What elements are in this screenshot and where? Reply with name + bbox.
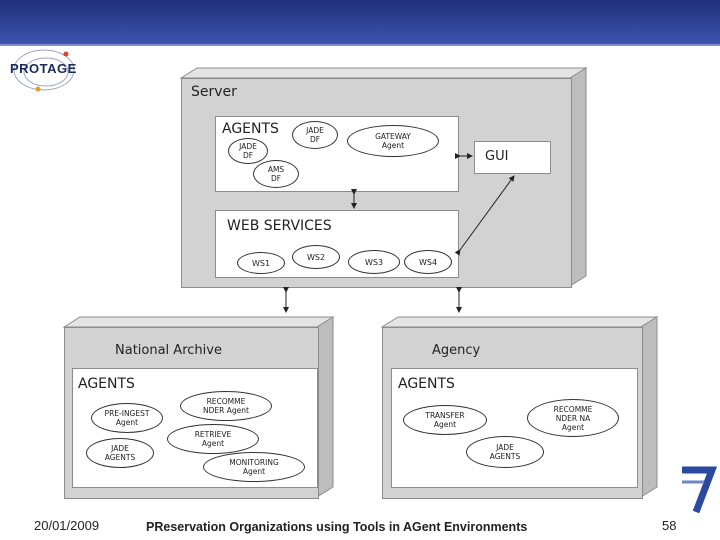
server-title: Server [191,84,237,100]
agent-jade-agents-na: JADE AGENTS [86,438,154,468]
agency-agents-title: AGENTS [398,376,455,392]
agent-recommender: RECOMME NDER Agent [180,391,272,421]
gui-box: GUI [474,141,551,174]
agent-jade-df-left: JADE DF [228,138,268,164]
agent-transfer: TRANSFER Agent [403,405,487,435]
server-agents-title: AGENTS [222,121,279,137]
agent-ams-df: AMS DF [253,160,299,188]
header-bar [0,0,720,44]
agent-jade-agents-agency: JADE AGENTS [466,436,544,468]
gui-label: GUI [485,149,509,164]
protage-logo [13,49,75,92]
header-divider [0,44,720,46]
national-archive-agents-title: AGENTS [78,376,135,392]
service-ws3: WS3 [348,250,400,274]
agent-jade-df-top: JADE DF [292,121,338,149]
agency-title: Agency [432,343,481,358]
agent-retrieve: RETRIEVE Agent [167,424,259,454]
fp7-logo [682,466,718,514]
agent-gateway: GATEWAY Agent [347,125,439,157]
agent-recommender-na: RECOMME NDER NA Agent [527,399,619,437]
agent-monitoring: MONITORING Agent [203,452,305,482]
service-ws1: WS1 [237,252,285,274]
agent-pre-ingest: PRE-INGEST Agent [91,403,163,433]
footer-date: 20/01/2009 [34,518,100,533]
logo-text: PROTAGE [10,61,77,76]
service-ws4: WS4 [404,250,452,274]
footer-title: PReservation Organizations using Tools i… [146,520,528,534]
national-archive-title: National Archive [115,343,222,358]
footer-page-number: 58 [662,518,677,533]
service-ws2: WS2 [292,245,340,269]
web-services-title: WEB SERVICES [227,218,332,234]
